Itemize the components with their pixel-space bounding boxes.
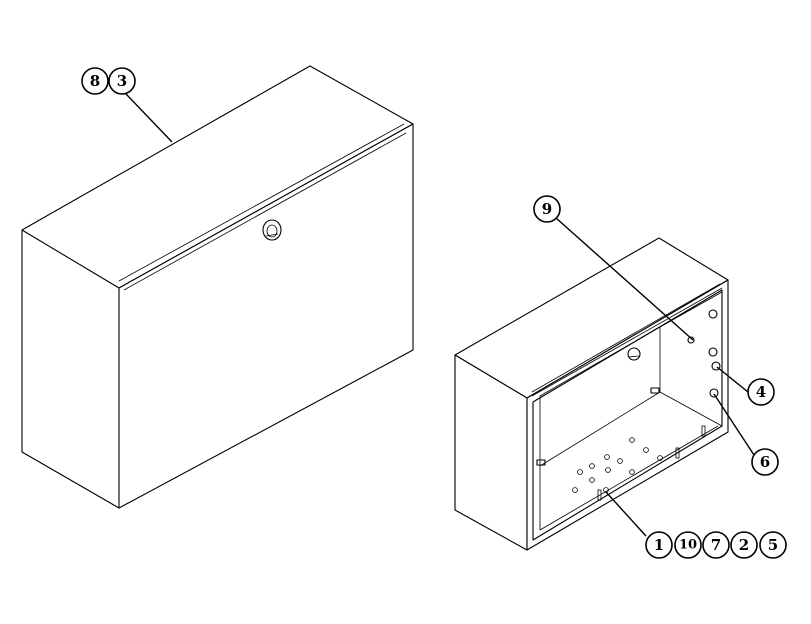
callout-10: 10 (674, 531, 702, 559)
inner-floor-front (539, 425, 719, 531)
svg-text:4: 4 (756, 383, 766, 401)
wall-studs-icon (687, 309, 721, 398)
cover-front-face (118, 123, 414, 509)
callout-9: 9 (533, 195, 561, 223)
svg-text:1: 1 (654, 536, 664, 554)
cover-knob-icon (262, 219, 282, 241)
enclosure-assembly (454, 217, 755, 551)
enclosure-lip-2 (531, 287, 723, 397)
leader-1 (605, 491, 647, 537)
callout-7: 7 (702, 531, 730, 559)
callout-8: 8 (81, 67, 109, 95)
svg-text:2: 2 (739, 536, 749, 554)
leader-8-3 (125, 93, 173, 143)
svg-text:6: 6 (760, 453, 770, 471)
leader-6 (713, 393, 755, 456)
cover-lip-line-2 (123, 132, 407, 291)
cover-lip-line (118, 123, 405, 282)
callout-5: 5 (759, 531, 787, 559)
svg-text:9: 9 (542, 200, 552, 218)
enclosure-latch-icon (627, 347, 641, 361)
floor-standoffs-icon (572, 425, 706, 501)
callout-3: 3 (108, 67, 136, 95)
callout-1: 1 (645, 531, 673, 559)
inner-back-bottom (539, 391, 723, 467)
leader-9 (555, 217, 694, 341)
callout-4: 4 (747, 378, 775, 406)
svg-text:8: 8 (90, 72, 100, 90)
callout-6: 6 (751, 448, 779, 476)
svg-text:10: 10 (679, 538, 697, 553)
enclosure-lip (531, 283, 721, 393)
cover-left-edge (21, 229, 120, 509)
svg-text:5: 5 (768, 536, 778, 554)
leader-4 (716, 366, 749, 393)
hinge-pin-icon (536, 387, 660, 466)
svg-text:3: 3 (117, 72, 127, 90)
callout-2: 2 (730, 531, 758, 559)
cover-assembly (21, 65, 414, 509)
inner-back-right (659, 291, 723, 328)
svg-text:7: 7 (711, 536, 721, 554)
